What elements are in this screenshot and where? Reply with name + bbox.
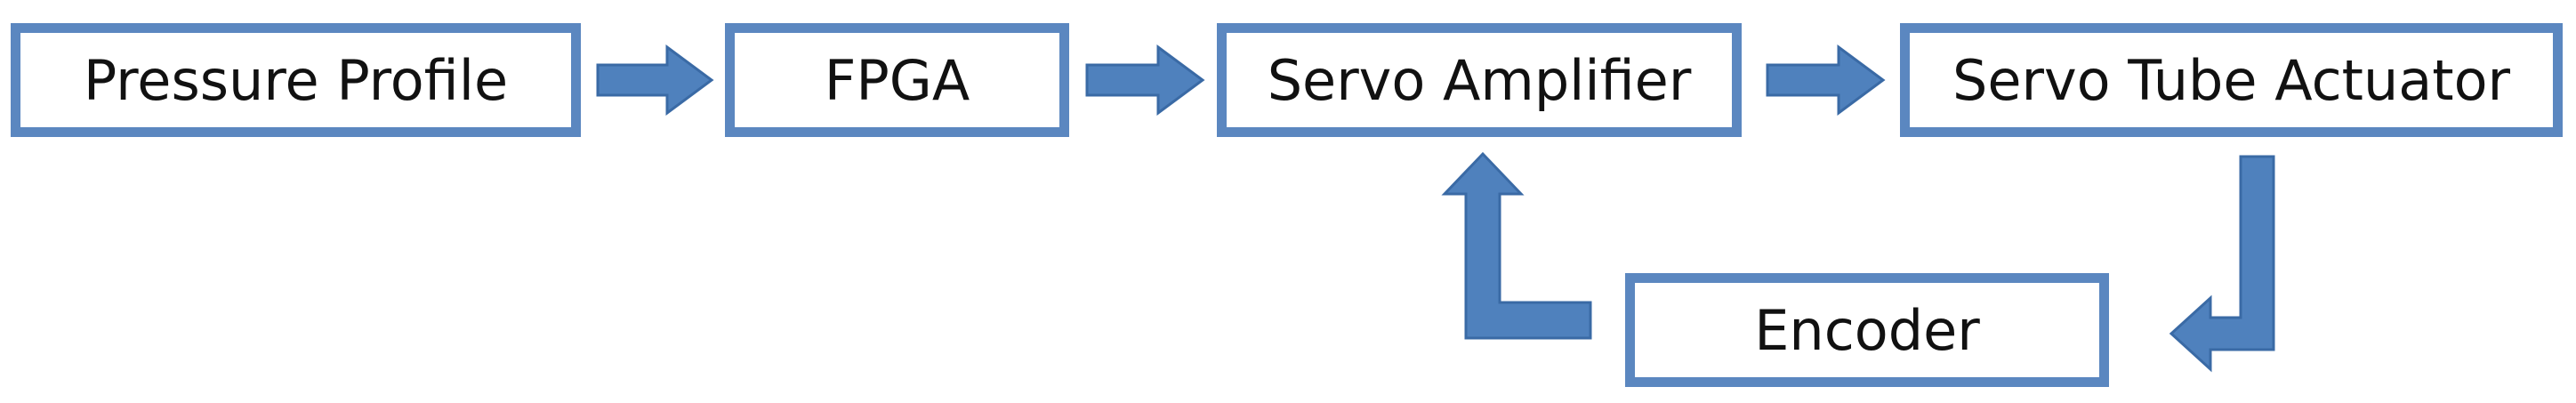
fpga-label: FPGA (824, 47, 970, 113)
arrow-right-icon (596, 44, 714, 116)
arrow-right-icon (1766, 44, 1886, 116)
encoder-label: Encoder (1754, 297, 1980, 363)
servo-amplifier-label: Servo Amplifier (1267, 47, 1692, 113)
servo-tube-actuator-block: Servo Tube Actuator (1900, 23, 2563, 137)
encoder-block: Encoder (1625, 273, 2109, 387)
servo-amplifier-block: Servo Amplifier (1217, 23, 1742, 137)
servo-tube-actuator-label: Servo Tube Actuator (1952, 47, 2511, 113)
arrow-right-icon (1085, 44, 1205, 116)
bent-arrow-left-up-icon (1441, 151, 1592, 340)
pressure-profile-label: Pressure Profile (83, 47, 509, 113)
pressure-profile-block: Pressure Profile (11, 23, 581, 137)
bent-arrow-down-left-icon (2169, 155, 2275, 373)
fpga-block: FPGA (725, 23, 1069, 137)
